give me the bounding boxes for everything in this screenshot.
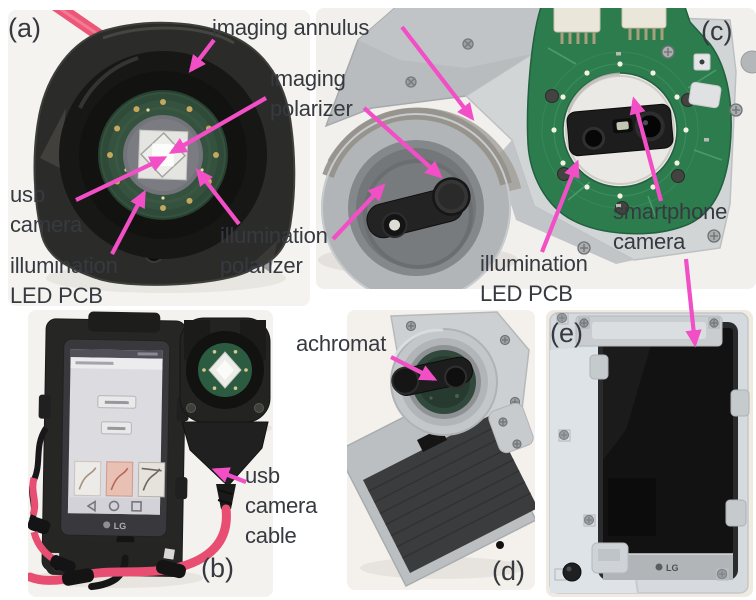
led-ring: [551, 61, 689, 199]
panel-letter-c: (c): [701, 16, 733, 46]
phone-screen: [67, 349, 166, 515]
panel-letter-e: (e): [550, 318, 583, 348]
phone-mount-photo: LG: [549, 312, 750, 594]
body: [347, 383, 535, 588]
phone-and-device-photo: LG: [28, 311, 272, 591]
panel-letter-b: (b): [201, 553, 234, 583]
smartphone-mounted: LG: [598, 322, 738, 580]
polarizer-assembly: [366, 177, 471, 239]
knob: [740, 50, 756, 74]
phone-screen: [603, 328, 733, 554]
annotation-illumination-led-pcb-a: illumination LED PCB: [10, 253, 118, 308]
side-tab: [488, 402, 534, 454]
panel-letter-a: (a): [8, 13, 41, 43]
top-bracket: [575, 315, 723, 347]
annotation-imaging-annulus: imaging annulus: [212, 15, 370, 40]
photo-panel-b: LG: [28, 310, 273, 597]
camera-opening: [564, 72, 676, 186]
panel-letter-d: (d): [492, 556, 525, 586]
pcb-connectors: [553, 8, 667, 44]
annotation-usb-camera: usb camera: [10, 182, 83, 237]
smartphone-camera-module: [566, 103, 674, 157]
mount-tab: [688, 81, 722, 109]
annotation-achromat: achromat: [296, 331, 387, 356]
annotation-illumination-led-pcb-c: illumination LED PCB: [480, 251, 588, 306]
thumbnails: [73, 460, 166, 498]
lg-logo-b: LG: [114, 521, 127, 531]
phone-holder-assembly: LG: [38, 311, 189, 591]
thumb-screw: [562, 562, 582, 582]
wire-bundle: [28, 426, 76, 574]
android-nav: [86, 500, 142, 513]
photo-panel-d: [347, 310, 535, 590]
usb-camera-device-front: [179, 317, 271, 509]
retaining-clips: [589, 354, 750, 574]
achromat-device-photo: [347, 311, 535, 588]
annotation-smartphone-camera: smartphone camera: [613, 199, 728, 254]
photo-panel-e: LG: [546, 310, 753, 597]
annotation-usb-camera-cable: usb camera cable: [245, 463, 318, 548]
annotation-imaging-polarizer: imaging polarizer: [270, 66, 353, 121]
usb-camera-cable: [28, 504, 231, 586]
grip-pad: [363, 415, 535, 573]
achromat-ring: [390, 328, 498, 436]
lg-logo-e: LG: [666, 563, 679, 573]
usb-camera-sensor-square: [137, 129, 189, 181]
annotation-illumination-polarizer: illumination polarizer: [220, 223, 328, 278]
plate-screws: [577, 45, 743, 255]
